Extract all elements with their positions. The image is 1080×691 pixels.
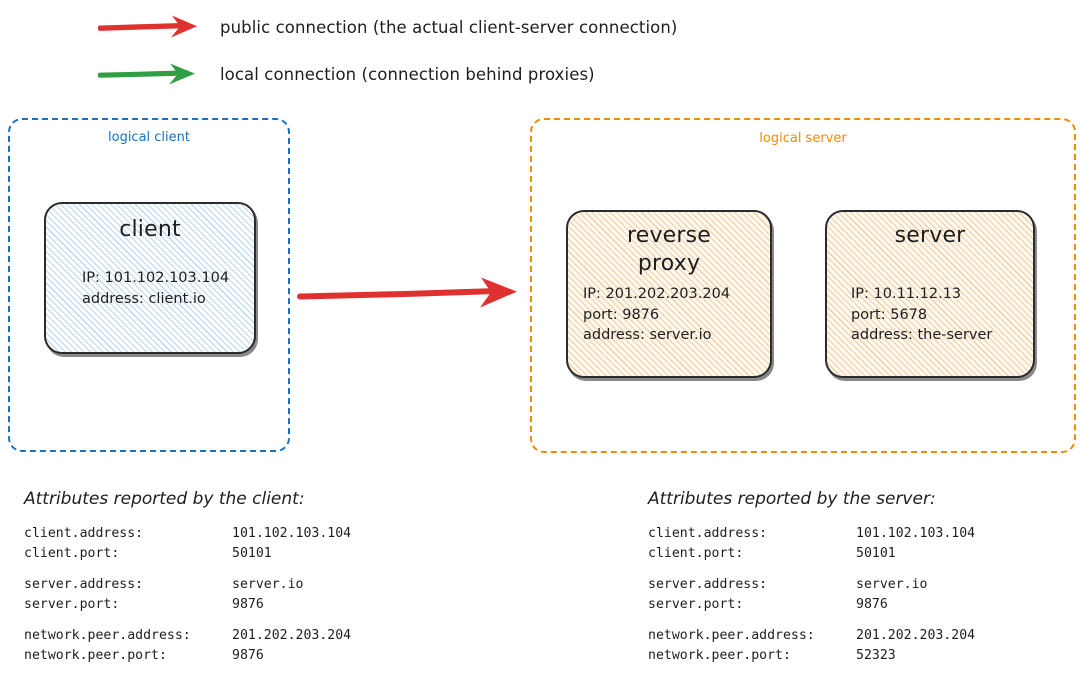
node-server-title: server xyxy=(894,223,966,248)
attr-row: server.address: server.io xyxy=(24,575,351,595)
attr-key: server.address: xyxy=(648,577,768,593)
node-reverse-proxy-address: address: server.io xyxy=(583,327,712,344)
node-client[interactable]: client IP: 101.102.103.104 address: clie… xyxy=(44,202,256,354)
attr-value: 9876 xyxy=(232,648,264,664)
attr-group: client.address: 101.102.103.104 client.p… xyxy=(648,524,975,564)
node-server-address: address: the-server xyxy=(851,327,993,344)
legend-row-public: public connection (the actual client-ser… xyxy=(98,13,677,41)
attr-key: client.address: xyxy=(24,526,144,541)
attr-row: client.port: 50101 xyxy=(648,544,975,564)
attr-value: 50101 xyxy=(856,546,896,562)
legend-label-local: local connection (connection behind prox… xyxy=(220,64,595,84)
attr-value: 52323 xyxy=(856,648,896,664)
attr-value: 50101 xyxy=(232,546,272,562)
attr-group: server.address: server.io server.port: 9… xyxy=(648,575,975,615)
node-reverse-proxy-title: reverse proxy xyxy=(626,223,712,277)
attr-value: 9876 xyxy=(232,597,264,613)
legend-label-public: public connection (the actual client-ser… xyxy=(220,17,678,37)
attr-row: client.port: 50101 xyxy=(24,544,351,564)
node-reverse-proxy-port: port: 9876 xyxy=(583,306,660,323)
attr-key: network.peer.address: xyxy=(24,628,191,644)
attr-value: 201.202.203.204 xyxy=(856,628,976,644)
attr-row: server.port: 9876 xyxy=(24,595,351,615)
attr-key: server.port: xyxy=(24,597,120,613)
node-server-port: port: 5678 xyxy=(851,306,928,323)
attr-row: client.address: 101.102.103.104 xyxy=(24,524,351,544)
attr-value: 201.202.203.204 xyxy=(232,628,352,644)
node-client-title: client xyxy=(119,217,181,242)
attr-row: network.peer.address: 201.202.203.204 xyxy=(648,626,975,646)
attr-group: client.address: 101.102.103.104 client.p… xyxy=(24,524,351,564)
node-server[interactable]: server IP: 10.11.12.13 port: 5678 addres… xyxy=(825,210,1035,378)
node-client-address: address: client.io xyxy=(82,290,206,307)
green-arrow-icon xyxy=(98,60,202,88)
client-attributes-heading: Attributes reported by the client: xyxy=(24,489,305,509)
logical-client-label: logical client xyxy=(102,130,196,145)
attr-value: server.io xyxy=(232,577,304,593)
node-server-details: IP: 10.11.12.13 port: 5678 address: the-… xyxy=(851,284,992,346)
attr-value: 9876 xyxy=(856,597,888,613)
attr-key: client.address: xyxy=(648,526,768,541)
attr-row: server.port: 9876 xyxy=(648,595,975,615)
attr-value: 101.102.103.104 xyxy=(232,526,352,541)
attr-row: server.address: server.io xyxy=(648,575,975,595)
server-attributes-table: client.address: 101.102.103.104 client.p… xyxy=(648,524,975,666)
attr-key: network.peer.port: xyxy=(648,648,791,664)
attr-group: server.address: server.io server.port: 9… xyxy=(24,575,351,615)
node-reverse-proxy[interactable]: reverse proxy IP: 201.202.203.204 port: … xyxy=(566,210,772,378)
attr-value: server.io xyxy=(856,577,928,593)
attr-key: server.address: xyxy=(24,577,144,593)
attr-key: network.peer.address: xyxy=(648,628,815,644)
logical-server-label: logical server xyxy=(753,131,853,146)
attr-row: client.address: 101.102.103.104 xyxy=(648,524,975,544)
attr-key: client.port: xyxy=(648,546,744,562)
logical-server-container xyxy=(530,118,1076,453)
node-reverse-proxy-details: IP: 201.202.203.204 port: 9876 address: … xyxy=(583,284,730,346)
node-server-ip: IP: 10.11.12.13 xyxy=(851,286,962,303)
logical-client-container xyxy=(8,118,290,452)
public-connection-arrow xyxy=(297,274,525,316)
node-client-ip: IP: 101.102.103.104 xyxy=(82,270,230,287)
attr-key: network.peer.port: xyxy=(24,648,167,664)
red-arrow-icon xyxy=(98,13,202,41)
attr-key: server.port: xyxy=(648,597,744,613)
attr-row: network.peer.address: 201.202.203.204 xyxy=(24,626,351,646)
attr-value: 101.102.103.104 xyxy=(856,526,976,541)
client-attributes-table: client.address: 101.102.103.104 client.p… xyxy=(24,524,351,666)
node-reverse-proxy-ip: IP: 201.202.203.204 xyxy=(583,286,731,303)
node-client-details: IP: 101.102.103.104 address: client.io xyxy=(82,268,229,309)
legend-row-local: local connection (connection behind prox… xyxy=(98,60,595,88)
attr-row: network.peer.port: 52323 xyxy=(648,646,975,666)
attr-group: network.peer.address: 201.202.203.204 ne… xyxy=(24,626,351,666)
server-attributes-heading: Attributes reported by the server: xyxy=(648,489,936,509)
attr-key: client.port: xyxy=(24,546,120,562)
attr-row: network.peer.port: 9876 xyxy=(24,646,351,666)
attr-group: network.peer.address: 201.202.203.204 ne… xyxy=(648,626,975,666)
